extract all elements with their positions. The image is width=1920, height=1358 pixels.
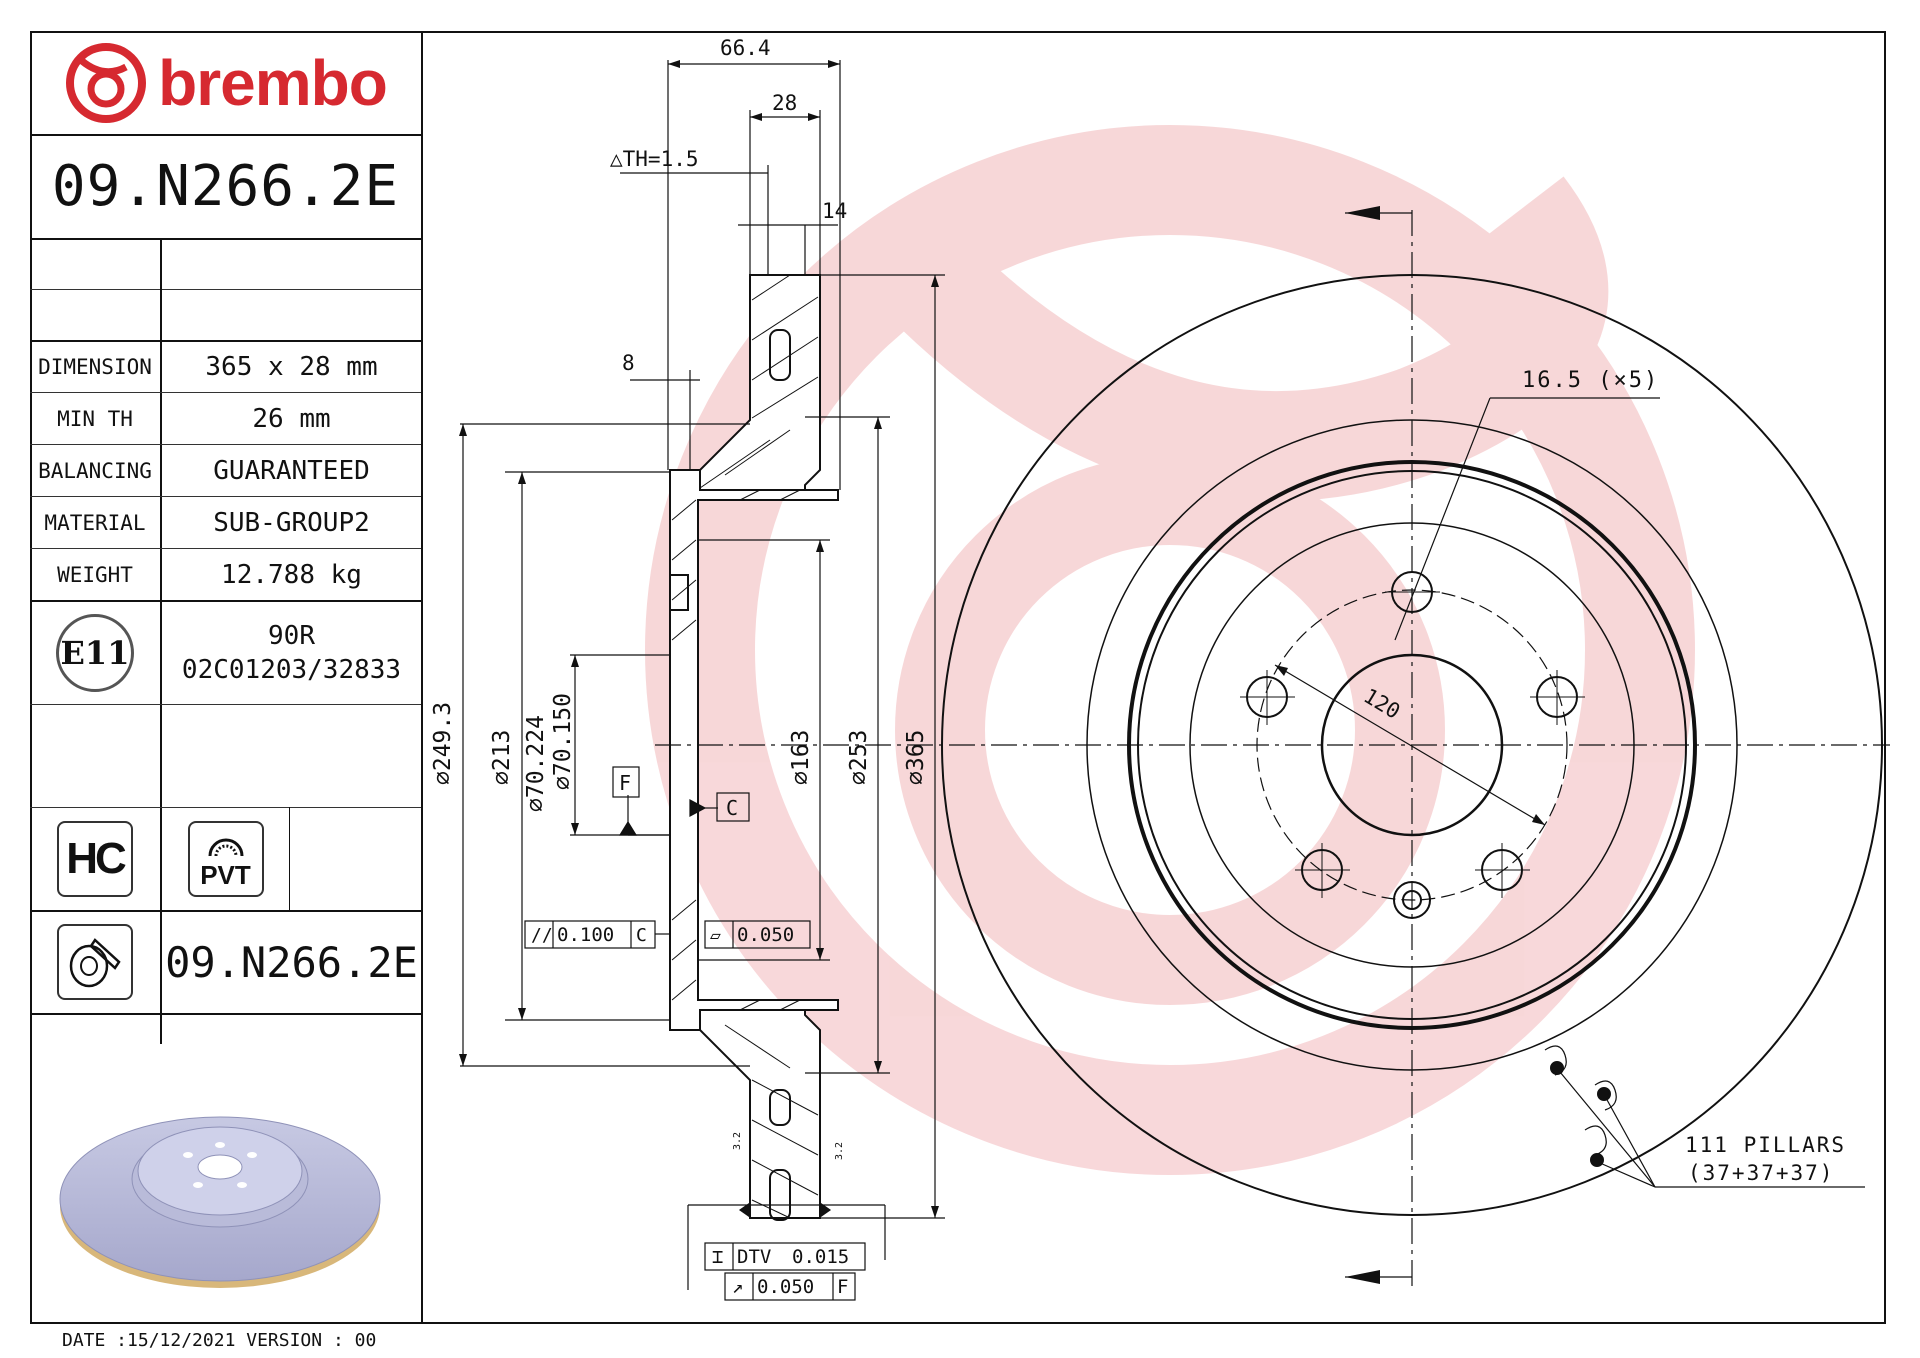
flatness-symbol: ▱ xyxy=(710,925,721,946)
e11-label: E11 xyxy=(60,633,130,672)
spec-value-dimension: 365 x 28 mm xyxy=(205,351,378,382)
disc-part-icon xyxy=(30,911,160,1013)
dim-thickness: 28 xyxy=(772,91,797,115)
runout-symbol: ↗ xyxy=(732,1276,743,1298)
pcd-dimension: 120 xyxy=(1359,684,1404,724)
hc-label: HC xyxy=(66,834,127,883)
dtv-value: 0.015 xyxy=(792,1246,849,1268)
section-dimensions xyxy=(460,60,1890,1301)
hc-badge: HC xyxy=(30,808,160,910)
roughness-right: 3.2 xyxy=(834,1142,845,1160)
dim-flange: 14 xyxy=(822,199,847,223)
parallel-symbol: // xyxy=(531,925,553,946)
runout-datum: F xyxy=(837,1276,848,1298)
section-view xyxy=(669,274,839,1221)
dim-dia-163: ⌀163 xyxy=(788,730,814,785)
part-number-title: 09.N266.2E xyxy=(51,154,400,219)
disc-product-render xyxy=(59,1116,381,1288)
dim-hat: 8 xyxy=(622,351,635,375)
spec-label-balancing: BALANCING xyxy=(38,458,152,483)
version-value: 00 xyxy=(354,1330,377,1351)
version-label: VERSION : xyxy=(246,1330,344,1351)
spec-value-min-th: 26 mm xyxy=(252,403,331,434)
footer-date-version: DATE :15/12/2021 VERSION : 00 xyxy=(62,1330,376,1351)
spec-label-weight: WEIGHT xyxy=(57,562,133,587)
pillars-count: 111 PILLARS xyxy=(1685,1133,1846,1157)
datum-c: C xyxy=(726,796,738,820)
date-label: DATE : xyxy=(62,1330,128,1351)
homologation-info: 90R 02C01203/32833 xyxy=(162,601,421,704)
pvt-label: PVT xyxy=(200,860,251,890)
roughness-left: 3.2 xyxy=(732,1132,743,1150)
datum-f: F xyxy=(619,771,631,795)
date-value: 15/12/2021 xyxy=(127,1330,236,1351)
dtv-symbol: ⌶ xyxy=(712,1246,723,1268)
drawing-frame xyxy=(30,31,1886,1324)
dim-th-variation: △TH=1.5 xyxy=(610,147,699,171)
brand-name: brembo xyxy=(158,46,388,119)
parallel-datum: C xyxy=(636,925,647,946)
spec-label-material: MATERIAL xyxy=(44,510,146,535)
regulation-code: 90R xyxy=(268,620,315,651)
front-view xyxy=(941,206,1883,1290)
pvt-badge: PVT xyxy=(162,808,289,910)
dim-overall-width: 66.4 xyxy=(720,36,771,60)
spec-value-material: SUB-GROUP2 xyxy=(213,507,370,538)
dim-dia-365: ⌀365 xyxy=(903,730,929,785)
dim-dia-249: ⌀249.3 xyxy=(430,702,456,785)
runout-tolerance: 0.050 xyxy=(757,1276,814,1298)
dtv-label: DTV xyxy=(737,1246,771,1268)
part-number-secondary: 09.N266.2E xyxy=(165,937,418,987)
spec-value-weight: 12.788 kg xyxy=(221,559,362,590)
spec-label-min-th: MIN TH xyxy=(57,406,133,431)
flatness-tolerance: 0.050 xyxy=(737,924,794,946)
pillars-detail: (37+37+37) xyxy=(1688,1161,1834,1185)
title-block: brembo 09.N266.2E DIMENSION 365 x 28 mm … xyxy=(30,31,423,1324)
e11-mark: E11 xyxy=(30,601,160,704)
parallel-tolerance: 0.100 xyxy=(557,924,614,946)
dim-dia-70-224: ⌀70.224 xyxy=(523,715,549,812)
pvt-disc-icon xyxy=(208,838,243,857)
bolt-hole-callout: 16.5 (×5) xyxy=(1522,368,1659,393)
dim-dia-213: ⌀213 xyxy=(489,730,515,785)
brand-logo: brembo xyxy=(30,31,421,134)
brembo-logo-icon xyxy=(66,42,147,123)
spec-label-dimension: DIMENSION xyxy=(38,354,152,379)
dim-dia-253: ⌀253 xyxy=(846,730,872,785)
spec-value-balancing: GUARANTEED xyxy=(213,455,370,486)
disc-icon xyxy=(69,938,121,988)
approval-code: 02C01203/32833 xyxy=(181,654,402,685)
dim-dia-70-150: ⌀70.150 xyxy=(550,693,576,790)
